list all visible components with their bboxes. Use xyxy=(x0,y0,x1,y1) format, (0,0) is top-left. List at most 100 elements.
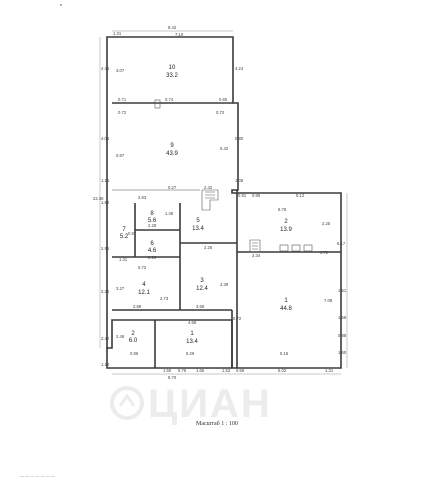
room-9: 9 43.9 xyxy=(166,143,178,157)
svg-text:0.72: 0.72 xyxy=(233,316,242,321)
svg-text:5.6: 5.6 xyxy=(148,218,157,224)
svg-text:4.68: 4.68 xyxy=(188,320,197,325)
svg-text:1.31: 1.31 xyxy=(113,31,122,36)
svg-text:3.39: 3.39 xyxy=(220,282,229,287)
svg-text:1.58: 1.58 xyxy=(338,315,347,320)
svg-text:1.60: 1.60 xyxy=(338,350,347,355)
svg-text:12.1: 12.1 xyxy=(138,290,150,296)
svg-text:5.72: 5.72 xyxy=(138,265,147,270)
svg-text:0.72: 0.72 xyxy=(118,110,127,115)
svg-text:1.31: 1.31 xyxy=(325,368,334,373)
watermark: ЦИАН xyxy=(148,382,272,426)
svg-text:0.97: 0.97 xyxy=(128,231,137,236)
svg-text:0.86: 0.86 xyxy=(130,351,139,356)
svg-text:22.38: 22.38 xyxy=(93,196,104,201)
svg-text:1.51: 1.51 xyxy=(338,288,347,293)
room-2-right: 2 13.9 xyxy=(280,219,292,233)
corner-mark: s xyxy=(60,2,62,7)
svg-text:7.08: 7.08 xyxy=(324,298,333,303)
stairs xyxy=(201,189,219,211)
svg-text:0.74: 0.74 xyxy=(165,97,174,102)
room-7: 7 5.2 xyxy=(120,227,129,240)
svg-text:7.10: 7.10 xyxy=(175,32,184,37)
fixture xyxy=(279,244,289,252)
room-4: 4 12.1 xyxy=(138,282,150,296)
svg-text:3: 3 xyxy=(200,278,204,284)
svg-text:1.31: 1.31 xyxy=(119,257,128,262)
svg-text:1.50: 1.50 xyxy=(163,368,172,373)
svg-text:2.28: 2.28 xyxy=(148,223,157,228)
svg-text:6.17: 6.17 xyxy=(337,241,346,246)
svg-text:0.89: 0.89 xyxy=(252,193,261,198)
svg-text:3.83: 3.83 xyxy=(138,195,147,200)
room-10: 10 33.2 xyxy=(166,65,178,79)
svg-text:0.80: 0.80 xyxy=(235,136,244,141)
svg-text:3.68: 3.68 xyxy=(196,304,205,309)
svg-text:0.65: 0.65 xyxy=(219,97,228,102)
svg-text:8: 8 xyxy=(150,211,154,217)
svg-text:13.9: 13.9 xyxy=(280,227,292,233)
svg-text:4.05: 4.05 xyxy=(101,136,110,141)
svg-text:2.42: 2.42 xyxy=(204,185,213,190)
svg-text:5.42: 5.42 xyxy=(220,146,229,151)
svg-text:2.42: 2.42 xyxy=(101,336,110,341)
svg-text:2.96: 2.96 xyxy=(101,246,110,251)
fixture-3 xyxy=(303,244,313,252)
svg-text:2.28: 2.28 xyxy=(148,255,157,260)
svg-text:1.08: 1.08 xyxy=(235,178,244,183)
room-1-bottom: 1 13.4 xyxy=(186,331,198,345)
svg-text:4.45: 4.45 xyxy=(101,66,110,71)
svg-text:6: 6 xyxy=(150,241,154,247)
svg-text:10: 10 xyxy=(169,65,176,71)
room-3: 3 12.4 xyxy=(196,278,208,292)
svg-text:0.75: 0.75 xyxy=(178,368,187,373)
svg-text:1.53: 1.53 xyxy=(222,368,231,373)
room-6: 6 4.6 xyxy=(148,241,157,254)
svg-text:0.71: 0.71 xyxy=(118,97,127,102)
scale-label: Масштаб 1 : 100 xyxy=(196,421,238,427)
svg-text:2.25: 2.25 xyxy=(322,221,331,226)
svg-text:5.02: 5.02 xyxy=(278,368,287,373)
fixture-2 xyxy=(291,244,301,252)
svg-text:3.07: 3.07 xyxy=(116,68,125,73)
svg-text:1.15: 1.15 xyxy=(101,178,110,183)
svg-text:43.9: 43.9 xyxy=(166,151,178,157)
room-5: 5 13.4 xyxy=(192,218,204,232)
svg-text:2.34: 2.34 xyxy=(252,253,261,258)
svg-text:1.18: 1.18 xyxy=(101,362,110,367)
watermark-logo-icon xyxy=(110,386,144,420)
svg-text:5.16: 5.16 xyxy=(280,351,289,356)
svg-text:13.4: 13.4 xyxy=(192,226,204,232)
svg-text:9: 9 xyxy=(170,143,174,149)
svg-text:6.78: 6.78 xyxy=(278,207,287,212)
svg-text:6.0: 6.0 xyxy=(129,338,138,344)
room-2-bottom: 2 6.0 xyxy=(129,331,138,344)
svg-text:8.70: 8.70 xyxy=(168,375,177,380)
svg-text:5.12: 5.12 xyxy=(296,193,305,198)
svg-text:33.2: 33.2 xyxy=(166,73,178,79)
svg-text:2.32: 2.32 xyxy=(101,289,110,294)
svg-text:0.27: 0.27 xyxy=(168,185,177,190)
svg-text:0.69: 0.69 xyxy=(236,368,245,373)
svg-text:1.65: 1.65 xyxy=(196,368,205,373)
room-8: 8 5.6 xyxy=(148,211,157,224)
footer-marks: — — — — — — — xyxy=(20,473,55,478)
svg-text:0.87: 0.87 xyxy=(116,153,125,158)
svg-text:1: 1 xyxy=(284,298,288,304)
svg-text:2.73: 2.73 xyxy=(160,296,169,301)
svg-text:5.2: 5.2 xyxy=(120,234,129,240)
svg-text:2.88: 2.88 xyxy=(133,304,142,309)
svg-text:2.25: 2.25 xyxy=(204,245,213,250)
svg-text:12.4: 12.4 xyxy=(196,286,208,292)
svg-text:5.29: 5.29 xyxy=(186,351,195,356)
dimension-labels: 1.31 8.42 7.10 4.45 3.07 4.24 0.71 0.74 … xyxy=(93,25,347,380)
svg-text:2: 2 xyxy=(131,331,135,337)
svg-text:2.48: 2.48 xyxy=(116,334,125,339)
svg-text:0.91: 0.91 xyxy=(238,193,247,198)
svg-text:13.4: 13.4 xyxy=(186,339,198,345)
svg-text:7: 7 xyxy=(122,227,126,233)
svg-text:0.72: 0.72 xyxy=(216,110,225,115)
svg-text:3.27: 3.27 xyxy=(116,286,125,291)
svg-text:4.6: 4.6 xyxy=(148,248,157,254)
